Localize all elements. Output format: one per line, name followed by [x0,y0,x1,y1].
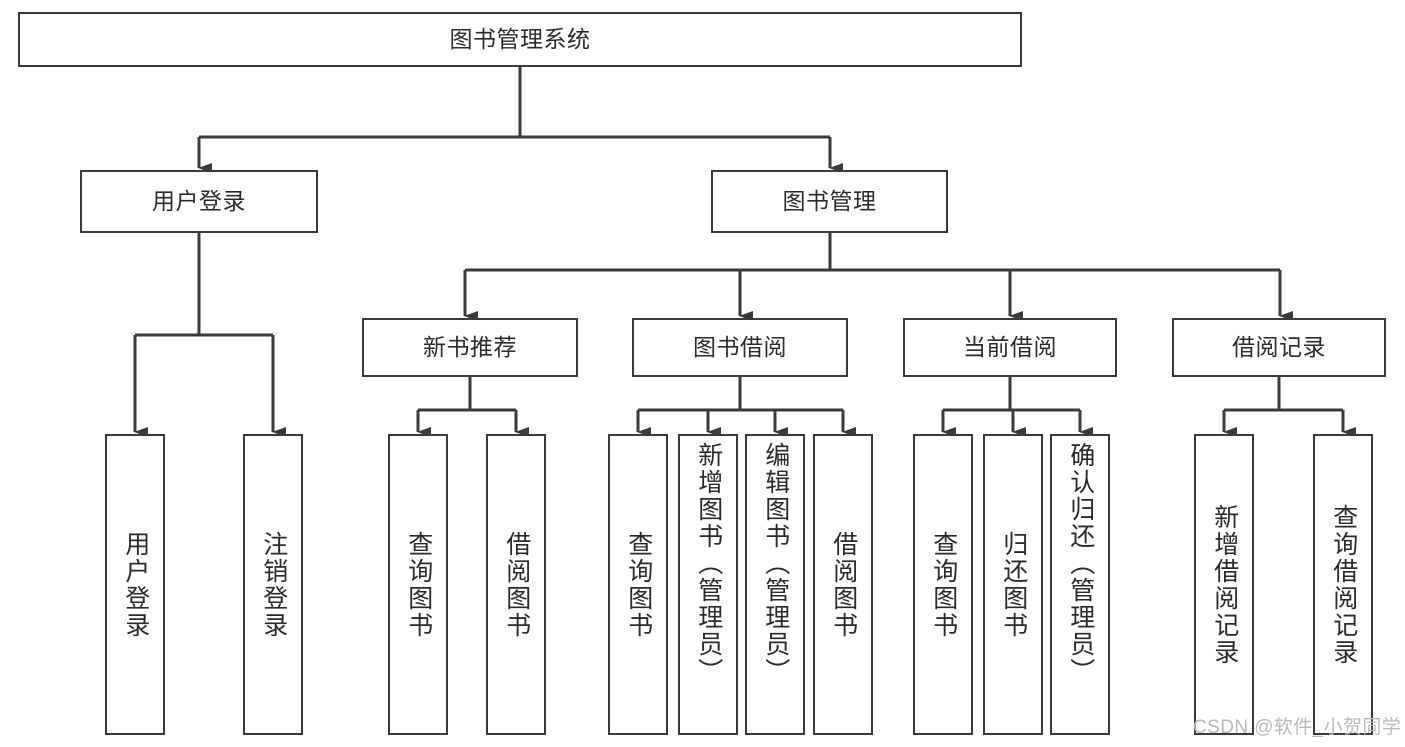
node-leaf-edit-book[interactable]: 编辑图书（管理员） [745,434,805,735]
node-label: 当前借阅 [963,333,1057,360]
node-label: 用户登录 [152,187,246,214]
node-label: 图书借阅 [693,333,787,360]
node-leaf-add-record[interactable]: 新增借阅记录 [1194,434,1254,735]
node-label: 查询图书 [929,530,958,639]
node-leaf-query-book-rec[interactable]: 查询图书 [388,434,448,735]
node-book-manage[interactable]: 图书管理 [711,170,948,233]
node-label: 归还图书 [999,530,1028,639]
node-label: 新增借阅记录 [1210,503,1239,666]
node-current-borrow[interactable]: 当前借阅 [903,318,1117,377]
node-label: 新增图书（管理员） [694,442,723,685]
node-leaf-user-login[interactable]: 用户登录 [105,434,165,735]
node-leaf-borrow-book-rec[interactable]: 借阅图书 [486,434,546,735]
node-book-borrow[interactable]: 图书借阅 [632,318,848,377]
node-leaf-return-book[interactable]: 归还图书 [983,434,1043,735]
node-label: 查询图书 [404,530,433,639]
node-label: 确认归还（管理员） [1066,442,1095,685]
node-new-book-recommend[interactable]: 新书推荐 [362,318,578,377]
node-label: 注销登录 [259,530,288,639]
node-leaf-confirm-return[interactable]: 确认归还（管理员） [1050,434,1110,735]
watermark-text: CSDN @软件_小贺同学 [1193,717,1402,738]
node-label: 新书推荐 [423,333,517,360]
node-leaf-add-book[interactable]: 新增图书（管理员） [678,434,738,735]
node-borrow-record[interactable]: 借阅记录 [1172,318,1386,377]
node-leaf-query-record[interactable]: 查询借阅记录 [1313,434,1373,735]
node-leaf-borrow-book[interactable]: 借阅图书 [813,434,873,735]
node-root[interactable]: 图书管理系统 [18,12,1022,67]
node-label: 用户登录 [121,530,150,639]
node-label: 查询借阅记录 [1329,503,1358,666]
node-label: 借阅图书 [502,530,531,639]
node-label: 查询图书 [624,530,653,639]
node-label: 借阅图书 [829,530,858,639]
node-label: 图书管理 [782,187,877,214]
node-user-login[interactable]: 用户登录 [80,170,318,233]
node-leaf-logout[interactable]: 注销登录 [243,434,303,735]
node-label: 图书管理系统 [449,25,591,52]
node-label: 编辑图书（管理员） [761,442,790,685]
node-label: 借阅记录 [1232,333,1326,360]
node-leaf-query-book-cur[interactable]: 查询图书 [913,434,973,735]
node-leaf-query-book[interactable]: 查询图书 [608,434,668,735]
edge-paths [133,67,1356,437]
